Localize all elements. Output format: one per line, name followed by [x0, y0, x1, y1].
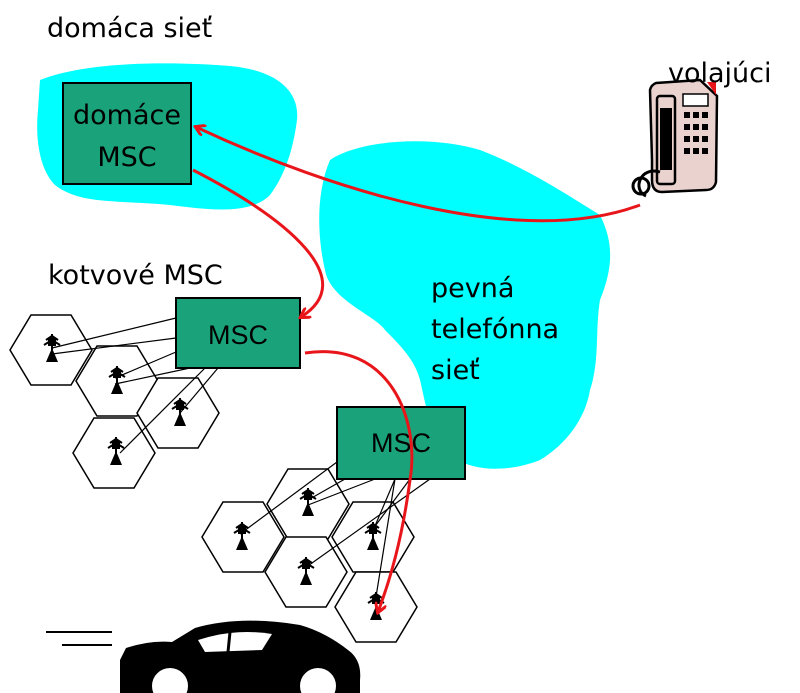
pstn-label-2: telefónna: [431, 314, 560, 345]
anchor-msc-title: kotvové MSC: [48, 260, 223, 291]
arrow-caller-to-home-msc: [196, 127, 641, 223]
arrow-home-msc-to-anchor-msc: [192, 168, 325, 317]
visited-msc-box: [336, 406, 466, 480]
home-network-label: domáca sieť: [47, 13, 213, 44]
pstn-label-1: pevná: [431, 273, 515, 304]
anchor-msc-box: [175, 297, 301, 369]
home-msc-label-1: domáce: [73, 100, 181, 131]
arrow-anchor-msc-to-mobile: [304, 350, 414, 612]
caller-label: volajúci: [668, 58, 772, 89]
telephone-icon: [631, 78, 719, 198]
anchor-cell-cluster: [9, 314, 220, 489]
home-msc-label-2: MSC: [97, 142, 156, 173]
anchor-cell-links: [51, 317, 219, 454]
car-icon: [46, 620, 361, 693]
pstn-label-3: sieť: [431, 355, 480, 386]
visited-msc-label: MSC: [371, 428, 431, 458]
home-msc-box: [62, 82, 192, 185]
fixed-network-cloud: [319, 141, 611, 469]
anchor-msc-label: MSC: [208, 320, 268, 350]
